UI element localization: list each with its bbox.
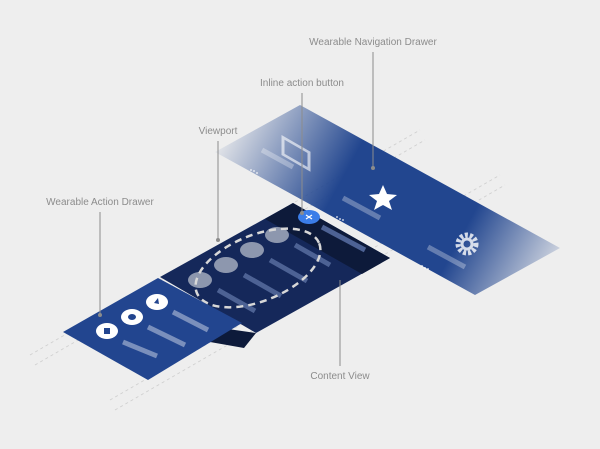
note-icon[interactable] <box>96 323 118 339</box>
camera-icon[interactable] <box>121 309 143 325</box>
label-inline-action-button: Inline action button <box>260 78 344 89</box>
label-action-drawer: Wearable Action Drawer <box>46 197 154 208</box>
label-content-view: Content View <box>310 371 370 382</box>
label-viewport: Viewport <box>198 126 238 137</box>
callouts <box>98 52 375 366</box>
image-icon[interactable] <box>281 135 311 172</box>
action-drawer <box>63 278 242 380</box>
content-list-items <box>188 224 367 314</box>
close-icon <box>305 214 313 220</box>
viewport-outline <box>194 227 322 309</box>
label-navigation-drawer: Wearable Navigation Drawer <box>309 37 437 48</box>
navigation-drawer <box>215 105 560 295</box>
content-view <box>160 203 390 348</box>
reply-icon[interactable] <box>146 294 168 310</box>
gear-icon[interactable] <box>455 232 479 256</box>
star-icon[interactable] <box>369 185 397 210</box>
